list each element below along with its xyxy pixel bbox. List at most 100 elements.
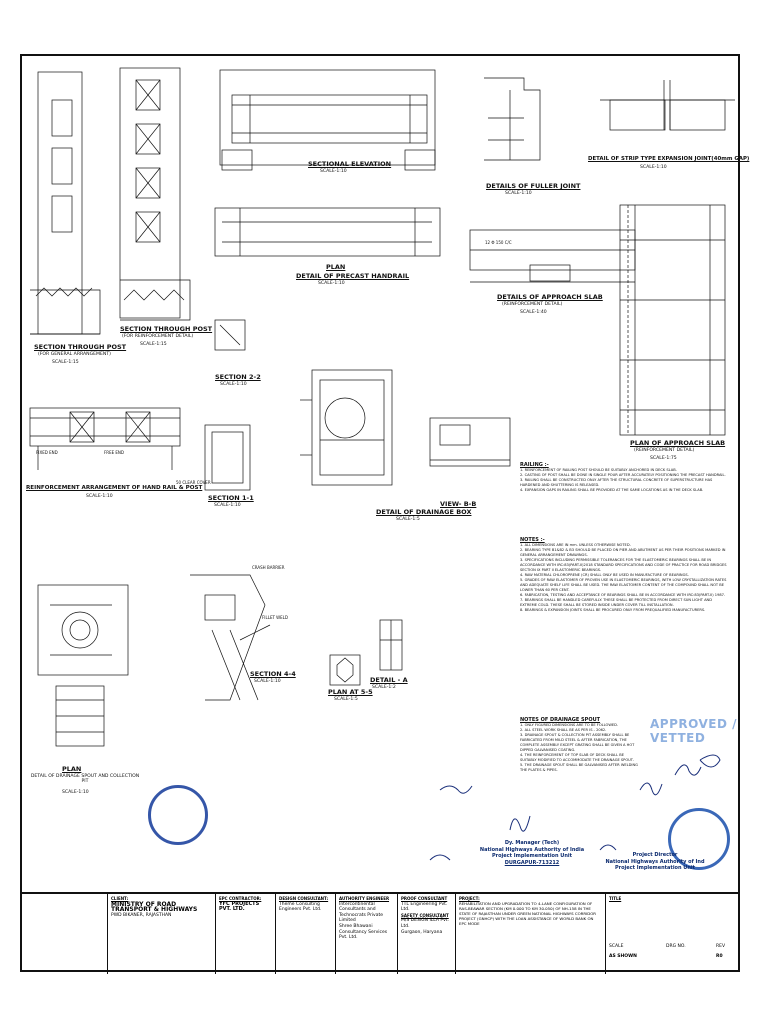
dy-manager-title: Dy. Manager (Tech) xyxy=(504,840,560,846)
railing-note: 2. CASTING OF POST SHALL BE DONE IN SING… xyxy=(520,473,726,477)
title-plan-precast: PLAN xyxy=(326,263,346,271)
general-note: 6. FABRICATION, TESTING AND ACCEPTANCE O… xyxy=(520,593,726,597)
scale-fuller-joint: SCALE-1:10 xyxy=(505,191,532,196)
scale-plan-approach-slab: SCALE-1:75 xyxy=(650,456,677,461)
general-note: 7. BEARINGS SHALL BE HANDLED CAREFULLY. … xyxy=(520,598,712,607)
title-section-through-post: SECTION THROUGH POST xyxy=(34,343,127,351)
project-director-unit: Project Implementation Unit xyxy=(614,865,695,871)
title-section-1-1: SECTION 1-1 xyxy=(208,494,254,502)
client-name: MINISTRY OF ROAD TRANSPORT & HIGHWAYS xyxy=(111,900,198,914)
project-cell: PROJECT: REHABILITATION AND UPGRADATION … xyxy=(456,894,606,974)
company-seal-stamp xyxy=(148,785,208,845)
scale-plan-spout: SCALE-1:10 xyxy=(62,790,89,795)
scale-section-4-4: SCALE-1:10 xyxy=(254,679,281,684)
design-consultant-cell: DESIGN CONSULTANT: Theme Consulting Engi… xyxy=(276,894,336,974)
title-section-2-2: SECTION 2-2 xyxy=(215,373,261,381)
client-caption: CLIENT: xyxy=(111,896,129,901)
title-view-b-b: VIEW- B-B xyxy=(440,500,477,508)
authority-seal-stamp xyxy=(668,808,730,870)
dy-manager-signature-block: Dy. Manager (Tech) National Highways Aut… xyxy=(462,840,602,866)
railing-notes-heading: RAILING :- xyxy=(520,462,549,468)
scale-section-through-post-2: SCALE-1:15 xyxy=(140,342,167,347)
approved-vetted-stamp: APPROVED / VETTED xyxy=(650,717,738,745)
scale-sectional-elevation: SCALE-1:10 xyxy=(320,169,347,174)
scale-drainage-box: SCALE-1:5 xyxy=(396,517,420,522)
title-drainage-box: DETAIL OF DRAINAGE BOX xyxy=(376,508,472,516)
title-approach-slab: DETAILS OF APPROACH SLAB xyxy=(497,293,603,301)
client-place: PWD BIKANER, RAJASTHAN xyxy=(111,912,172,918)
title-plan-5-5: PLAN AT 5-5 xyxy=(328,688,373,696)
client-cell: CLIENT: MINISTRY OF ROAD TRANSPORT & HIG… xyxy=(108,894,216,974)
title-strip-joint: DETAIL OF STRIP TYPE EXPANSION JOINT(40m… xyxy=(588,156,750,162)
drawing-info-cell: TITLE SCALE AS SHOWN DRG NO. REV R0 xyxy=(606,894,740,974)
railing-note: 3. RAILING SHALL BE CONSTRUCTED ONLY AFT… xyxy=(520,478,713,487)
general-notes-heading: NOTES :- xyxy=(520,537,545,543)
scale-approach-slab: SCALE-1:40 xyxy=(520,310,547,315)
spout-note: 3. DRAINAGE SPOUT & COLLECTION PIT ASSEM… xyxy=(520,733,635,752)
post-outline xyxy=(37,71,83,335)
general-note: 3. SPECIFICATIONS INCLUDING PERMISSIBLE … xyxy=(520,558,727,572)
general-note: 8. BEARINGS & EXPANSION JOINTS SHALL BE … xyxy=(520,608,706,612)
epc-caption: EPC CONTRACTOR: xyxy=(219,896,262,901)
project-caption: PROJECT: xyxy=(459,896,480,901)
revision-caption: REV xyxy=(716,944,726,949)
spout-notes: NOTES OF DRAINAGE SPOUT 1. ONLY FIGURED … xyxy=(520,718,640,773)
label-fillet-weld: FILLET WELD xyxy=(262,615,288,620)
scale-caption: SCALE xyxy=(609,944,624,949)
title-section-4-4: SECTION 4-4 xyxy=(250,670,296,678)
revision-table xyxy=(20,894,108,974)
general-note: 5. GRADES OF RAW ELASTOMER OF PROVEN USE… xyxy=(520,578,727,592)
proof-caption: PROOF CONSULTANT xyxy=(401,896,448,901)
safety-place: Gurgaon, Haryana xyxy=(401,929,443,935)
label-reinforcement: 12 Φ 150 C/C xyxy=(485,240,512,245)
subtitle-section-through-post: (FOR GENERAL ARRANGEMENT) xyxy=(38,352,111,357)
dy-manager-unit: Project Implementation Unit xyxy=(491,853,572,859)
project-director-signature-block: Project Director National Highways Autho… xyxy=(590,852,720,872)
scale-section-2-2: SCALE-1:10 xyxy=(220,382,247,387)
spout-note: 4. THE REINFORCEMENT OF TOP SLAB OF DECK… xyxy=(520,753,634,762)
project-director-org: National Highways Authority of Ind xyxy=(605,858,705,865)
scale-detail-a: SCALE-1:2 xyxy=(372,685,396,690)
general-note: 2. BEARING TYPE B1&B2 & B3 SHOULD BE PLA… xyxy=(520,548,726,557)
scale-detail-precast: SCALE-1:10 xyxy=(318,281,345,286)
design-caption: DESIGN CONSULTANT: xyxy=(279,896,329,901)
signature-mark xyxy=(439,785,473,794)
revision-value: R0 xyxy=(716,954,723,959)
label-fixed-end: FIXED END xyxy=(36,450,58,455)
drawing-number-caption: DRG NO. xyxy=(666,944,686,949)
epc-cell: EPC CONTRACTOR: YFC PROJECTS PVT. LTD. xyxy=(216,894,276,974)
dy-manager-org: National Highways Authority of India xyxy=(479,846,585,853)
title-detail-precast-handrail: DETAIL OF PRECAST HANDRAIL xyxy=(296,272,410,280)
project-director-title: Project Director xyxy=(632,852,678,858)
railing-notes: RAILING :- 1. REINFORCEMENT OF RAILING P… xyxy=(520,463,730,493)
authority-name: Intercontinental Consultants and Technoc… xyxy=(339,901,383,924)
safety-caption: SAFETY CONSULTANT xyxy=(401,912,449,918)
safety-name: M/S DESIGN ILLA Pvt. Ltd. xyxy=(401,918,449,929)
railing-note: 4. EXPANSION GAPS IN RAILING SHALL BE PR… xyxy=(520,488,704,492)
scale-plan-5-5: SCALE-1:5 xyxy=(334,697,358,702)
scale-section-1-1: SCALE-1:10 xyxy=(214,503,241,508)
spout-note: 2. ALL STEEL WORK SHALL BE AS PER IS - 2… xyxy=(520,728,607,732)
subtitle-plan-spout: DETAIL OF DRAINAGE SPOUT AND COLLECTION … xyxy=(30,774,140,784)
general-note: 4. RAW MATERIAL CHLOROPRENE (CR) SHALL O… xyxy=(520,573,689,577)
proof-consultant-cell: PROOF CONSULTANT TTL Engineering Pvt. Lt… xyxy=(398,894,456,974)
label-crash-barrier: CRASH BARRIER xyxy=(252,565,285,570)
general-notes: NOTES :- 1. ALL DIMENSIONS ARE IN mm. UN… xyxy=(520,538,730,613)
title-reinf-handrail: REINFORCEMENT ARRANGEMENT OF HAND RAIL &… xyxy=(26,485,203,491)
scale-section-through-post: SCALE-1:15 xyxy=(52,360,79,365)
proof-name: TTL Engineering Pvt. Ltd. xyxy=(401,901,448,913)
title-plan-approach-slab: PLAN OF APPROACH SLAB xyxy=(630,439,726,447)
railing-note: 1. REINFORCEMENT OF RAILING POST SHOULD … xyxy=(520,468,677,472)
scale-reinf-handrail: SCALE-1:10 xyxy=(86,494,113,499)
subtitle-section-through-post-2: (FOR REINFORCEMENT DETAIL) xyxy=(122,334,194,339)
label-free-end: FREE END xyxy=(104,450,125,455)
authority-engineer-cell: AUTHORITY ENGINEER Intercontinental Cons… xyxy=(336,894,398,974)
scale-strip-joint: SCALE-1:10 xyxy=(640,165,667,170)
project-description: REHABILITATION AND UPGRADATION TO 4-LANE… xyxy=(459,901,596,926)
title-fuller-joint: DETAILS OF FULLER JOINT xyxy=(486,182,581,190)
authority-name-2: Shree Bhawani Consultancy Services Pvt. … xyxy=(339,923,388,941)
spout-note: 5. THE DRAINAGE SPOUT SHALL BE GALVANISE… xyxy=(520,763,638,772)
label-cover: 50 CLEAR COVER xyxy=(176,480,211,485)
dy-manager-place: DURGAPUR-713212 xyxy=(504,859,560,866)
title-plan-spout: PLAN xyxy=(62,765,82,773)
